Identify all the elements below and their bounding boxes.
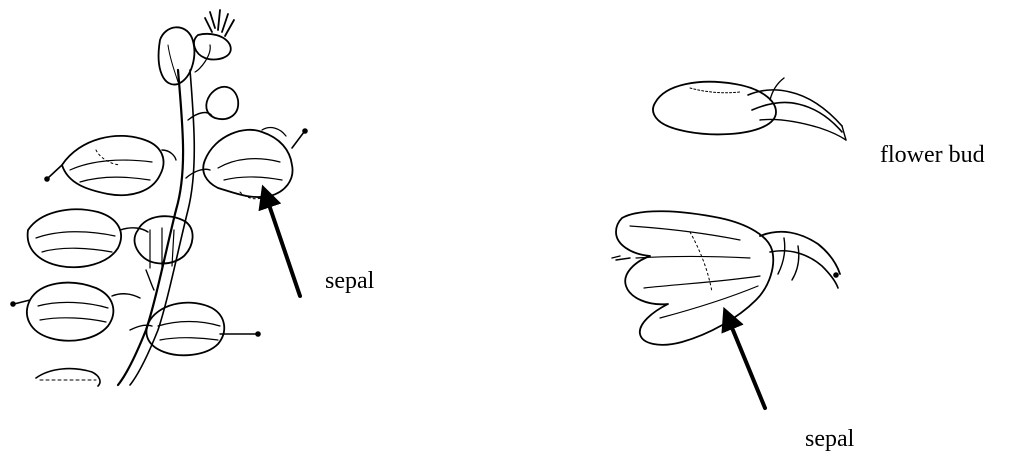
sepal-arrow-right bbox=[728, 318, 765, 408]
sepal-arrow-left bbox=[266, 196, 300, 296]
left-upper-flower bbox=[62, 136, 164, 195]
sepal-label-left: sepal bbox=[325, 269, 374, 293]
center-flower bbox=[135, 216, 193, 263]
left-middle-flower bbox=[28, 209, 121, 267]
open-flower-illustration bbox=[612, 211, 840, 345]
flower-bud-label: flower bud bbox=[880, 143, 985, 167]
flower-bud-illustration bbox=[653, 78, 846, 140]
flowering-stem-illustration bbox=[11, 10, 307, 386]
right-flower bbox=[203, 130, 292, 197]
lower-left-flower bbox=[27, 283, 113, 341]
sepal-label-right: sepal bbox=[805, 427, 854, 451]
